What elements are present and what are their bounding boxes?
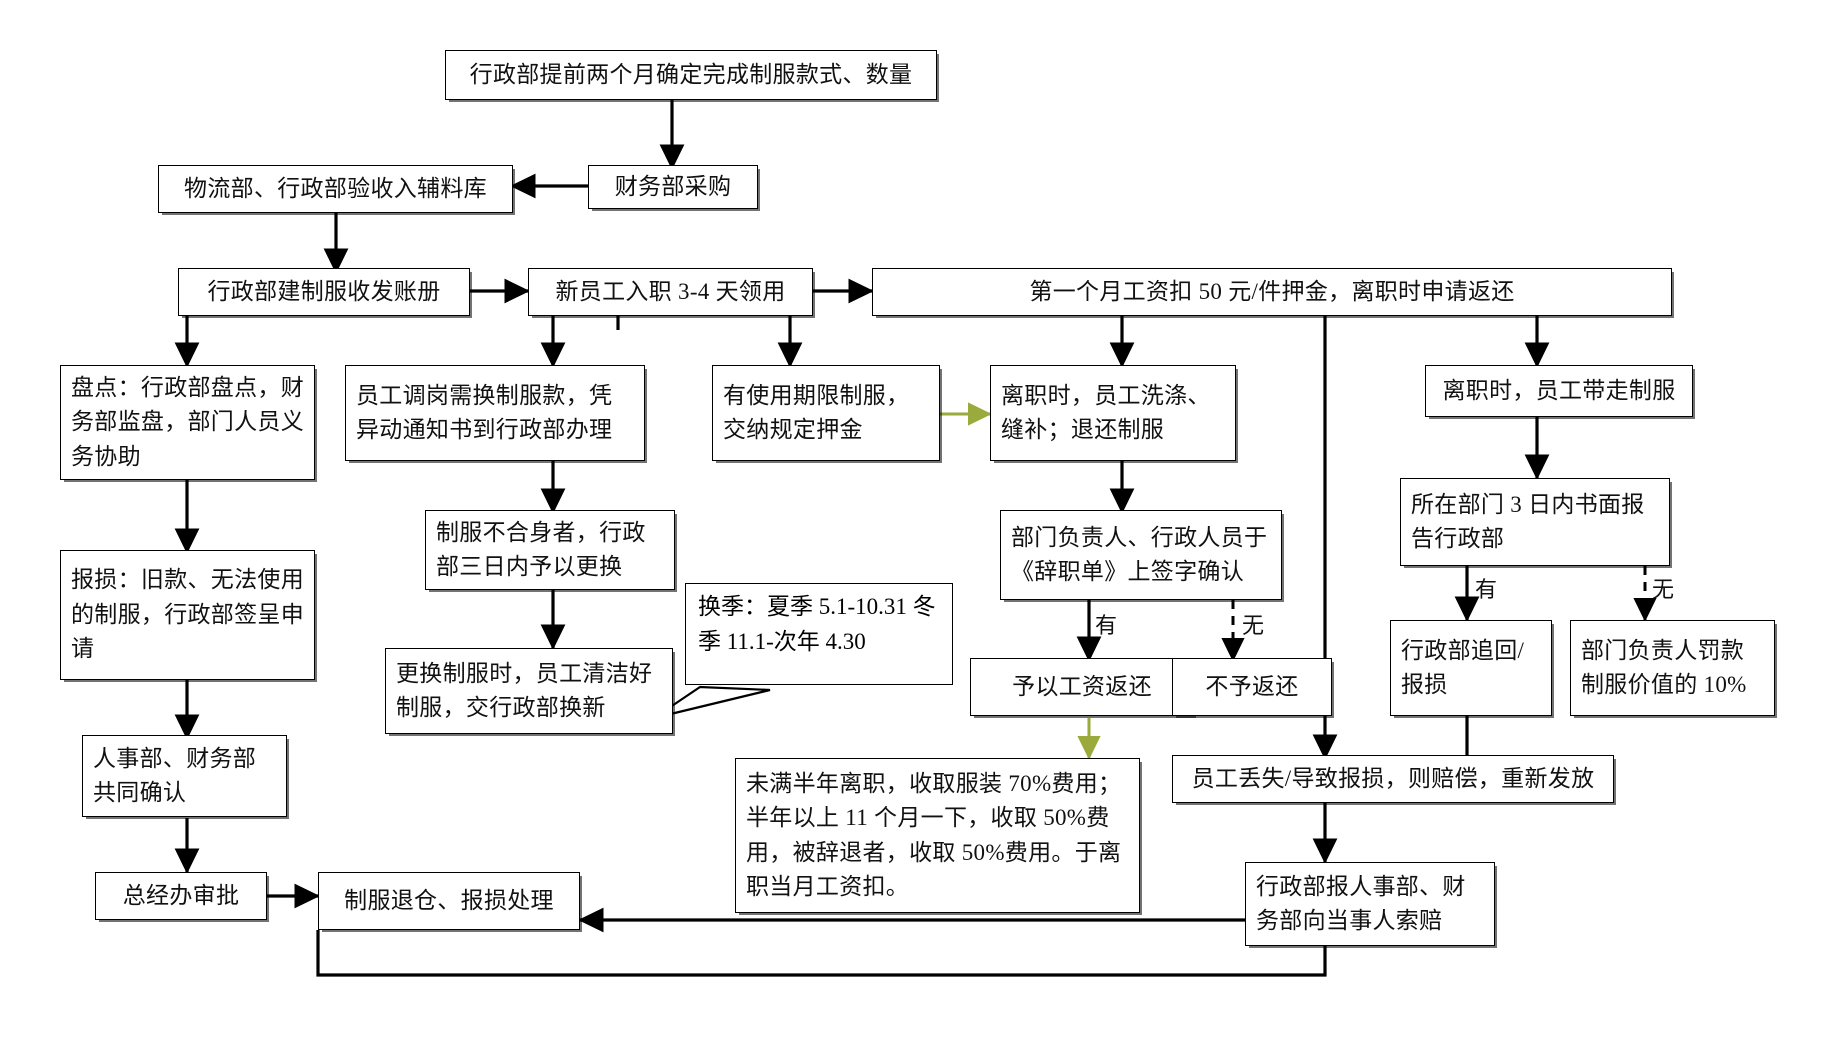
node-n24[interactable]: 制服退仓、报损处理 xyxy=(318,872,580,930)
node-n4[interactable]: 行政部建制服收发账册 xyxy=(178,268,470,316)
node-n3[interactable]: 物流部、行政部验收入辅料库 xyxy=(158,165,513,213)
node-n17[interactable]: 部门负责人罚款制服价值的 10% xyxy=(1570,620,1775,716)
node-n10[interactable]: 离职时，员工洗涤、缝补；退还制服 xyxy=(990,365,1236,461)
node-n5[interactable]: 新员工入职 3-4 天领用 xyxy=(528,268,813,316)
node-n16[interactable]: 行政部追回/报损 xyxy=(1390,620,1552,716)
node-n12[interactable]: 报损：旧款、无法使用的制服，行政部签呈申请 xyxy=(60,550,315,680)
node-n8[interactable]: 员工调岗需换制服款，凭异动通知书到行政部办理 xyxy=(345,365,645,461)
node-n18[interactable]: 人事部、财务部共同确认 xyxy=(82,735,287,817)
node-n15[interactable]: 所在部门 3 日内书面报告行政部 xyxy=(1400,478,1670,566)
node-n25[interactable]: 未满半年离职，收取服装 70%费用；半年以上 11 个月一下，收取 50%费用，… xyxy=(735,758,1140,913)
node-n1[interactable]: 行政部提前两个月确定完成制服款式、数量 xyxy=(445,50,937,100)
edge-label-you-1: 有 xyxy=(1095,613,1118,638)
node-n13[interactable]: 制服不合身者，行政部三日内予以更换 xyxy=(425,510,675,590)
node-n20[interactable]: 予以工资返还 xyxy=(970,658,1194,716)
node-n21[interactable]: 不予返还 xyxy=(1172,658,1332,716)
node-n7[interactable]: 盘点：行政部盘点，财务部监盘，部门人员义务协助 xyxy=(60,365,315,480)
node-n26[interactable]: 行政部报人事部、财务部向当事人索赔 xyxy=(1245,862,1495,946)
node-n2[interactable]: 财务部采购 xyxy=(588,165,758,209)
edge-label-wu-2: 无 xyxy=(1652,577,1675,602)
node-n14[interactable]: 部门负责人、行政人员于《辞职单》上签字确认 xyxy=(1000,510,1282,600)
node-n19[interactable]: 更换制服时，员工清洁好制服，交行政部换新 xyxy=(385,648,673,734)
node-n23[interactable]: 总经办审批 xyxy=(95,872,267,920)
node-n9[interactable]: 有使用期限制服，交纳规定押金 xyxy=(712,365,940,461)
node-n6[interactable]: 第一个月工资扣 50 元/件押金，离职时申请返还 xyxy=(872,268,1672,316)
edge-label-wu-1: 无 xyxy=(1242,613,1265,638)
node-n11[interactable]: 离职时，员工带走制服 xyxy=(1425,365,1693,417)
node-n22[interactable]: 员工丢失/导致报损，则赔偿，重新发放 xyxy=(1172,755,1614,803)
edge-label-you-2: 有 xyxy=(1475,577,1498,602)
node-n27-callout[interactable]: 换季：夏季 5.1-10.31 冬季 11.1-次年 4.30 xyxy=(685,583,953,685)
